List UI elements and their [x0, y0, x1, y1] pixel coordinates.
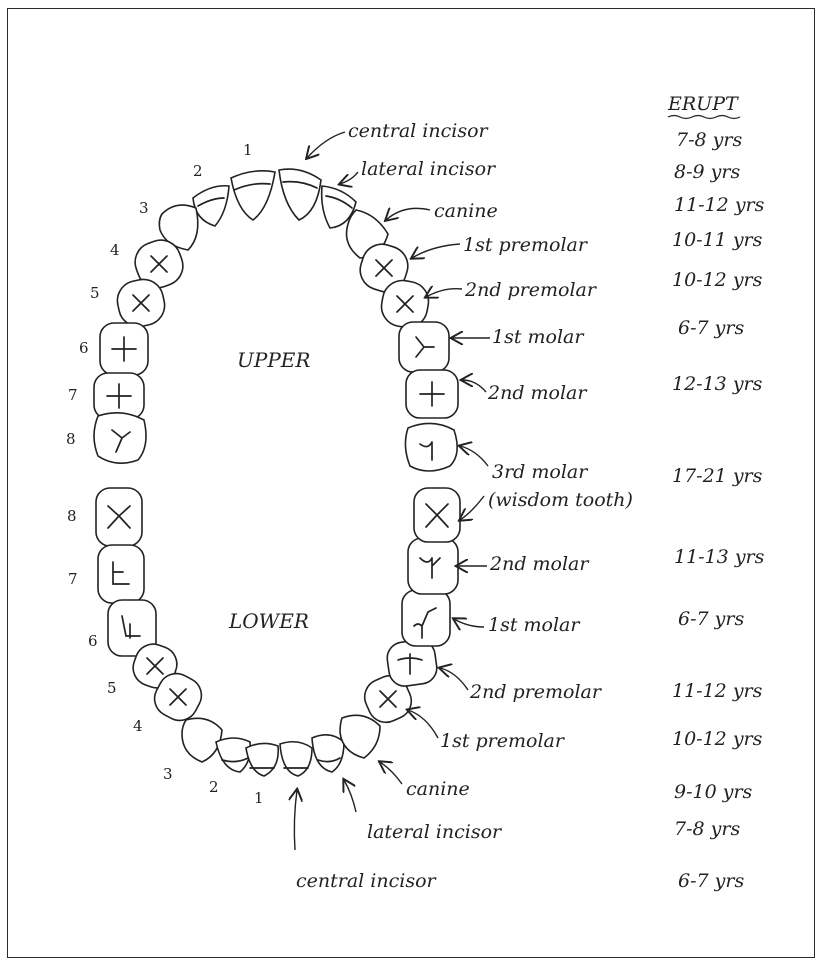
- erupt-age: 7-8 yrs: [676, 129, 742, 151]
- erupt-age: 6-7 yrs: [678, 317, 744, 339]
- erupt-age: 10-12 yrs: [672, 728, 763, 750]
- arrow-lower-first-molar: [454, 619, 485, 627]
- lower-tooth-number: 2: [209, 778, 219, 796]
- arrow-upper-lateral-incisor: [340, 171, 359, 184]
- lower-tooth-number: 1: [254, 789, 264, 807]
- upper-left-lateral-incisor: [192, 184, 230, 227]
- upper-left-central-incisor: [230, 170, 276, 221]
- lower-left-canine: [181, 717, 223, 763]
- erupt-age: 8-9 yrs: [674, 161, 740, 183]
- upper-right-central-incisor: [278, 168, 322, 221]
- upper-tooth-number: 6: [79, 339, 89, 357]
- arrow-lower-lateral-incisor: [344, 780, 357, 813]
- page-border: [7, 8, 815, 958]
- lower-left-second-molar: [97, 544, 145, 604]
- arrow-upper-second-premolar: [426, 289, 463, 297]
- arrow-lower-canine: [380, 762, 403, 785]
- arrow-upper-canine: [386, 208, 431, 220]
- lower-right-lateral-incisor: [311, 734, 345, 773]
- upper-tooth-number: 2: [193, 162, 203, 180]
- arrow-lower-first-premolar: [408, 710, 439, 739]
- lower-label-lateral-incisor: lateral incisor: [367, 821, 503, 843]
- upper-label-lateral-incisor: lateral incisor: [361, 158, 497, 180]
- erupt-age: 6-7 yrs: [678, 608, 744, 630]
- erupt-age: 11-13 yrs: [674, 546, 765, 568]
- upper-label-canine: canine: [434, 200, 498, 222]
- arrow-lower-central-incisor: [294, 790, 297, 851]
- lower-left-lateral-incisor: [215, 737, 252, 773]
- arrow-upper-second-molar: [462, 380, 487, 393]
- upper-label-third-molar: 3rd molar: [492, 461, 589, 483]
- upper-left-canine: [158, 204, 199, 251]
- upper-left-third-molar: [93, 412, 147, 464]
- erupt-age: 6-7 yrs: [678, 870, 744, 892]
- erupt-age: 7-8 yrs: [674, 818, 740, 840]
- upper-label-wisdom-tooth: (wisdom tooth): [488, 489, 633, 511]
- upper-label-second-molar: 2nd molar: [487, 382, 588, 404]
- lower-tooth-number: 5: [107, 679, 117, 697]
- upper-label-second-premolar: 2nd premolar: [464, 279, 598, 301]
- arrow-upper-first-premolar: [412, 243, 461, 258]
- upper-tooth-number: 1: [243, 141, 253, 159]
- upper-label-first-molar: 1st molar: [492, 326, 585, 348]
- lower-right-canine: [339, 714, 381, 759]
- upper-tooth-number: 8: [66, 430, 76, 448]
- lower-tooth-number: 6: [88, 632, 98, 650]
- erupt-age: 10-11 yrs: [672, 229, 763, 251]
- arrow-lower-second-premolar: [440, 668, 469, 691]
- lower-label-canine: canine: [406, 778, 470, 800]
- upper-label-first-premolar: 1st premolar: [463, 234, 589, 256]
- erupt-age: 11-12 yrs: [672, 680, 763, 702]
- erupt-heading: ERUPT: [667, 93, 739, 115]
- lower-left-first-molar: [107, 599, 157, 657]
- lower-arch-label: LOWER: [228, 609, 309, 633]
- lower-right-central-incisor: [279, 740, 313, 777]
- upper-tooth-number: 3: [139, 199, 149, 217]
- erupt-age: 12-13 yrs: [672, 373, 763, 395]
- lower-left-central-incisor: [245, 742, 280, 777]
- arrow-upper-central-incisor: [307, 131, 346, 158]
- erupt-age: 10-12 yrs: [672, 269, 763, 291]
- lower-tooth-number: 4: [133, 717, 143, 735]
- upper-tooth-number: 7: [68, 386, 78, 404]
- lower-tooth-number: 8: [67, 507, 77, 525]
- lower-label-second-molar: 2nd molar: [489, 553, 590, 575]
- lower-label-central-incisor: central incisor: [296, 870, 438, 892]
- arrow-upper-third-molar: [460, 446, 489, 467]
- arrow-lower-third-molar: [460, 495, 485, 520]
- upper-label-central-incisor: central incisor: [348, 120, 490, 142]
- lower-label-first-premolar: 1st premolar: [440, 730, 566, 752]
- erupt-age: 17-21 yrs: [672, 465, 763, 487]
- erupt-age: 9-10 yrs: [674, 781, 753, 803]
- upper-arch-label: UPPER: [237, 348, 310, 372]
- upper-tooth-number: 5: [90, 284, 100, 302]
- erupt-age: 11-12 yrs: [674, 194, 765, 216]
- erupt-underline: [667, 114, 741, 120]
- upper-tooth-number: 4: [110, 241, 120, 259]
- lower-tooth-number: 7: [68, 570, 78, 588]
- lower-label-second-premolar: 2nd premolar: [469, 681, 603, 703]
- lower-tooth-number: 3: [163, 765, 173, 783]
- lower-label-first-molar: 1st molar: [488, 614, 581, 636]
